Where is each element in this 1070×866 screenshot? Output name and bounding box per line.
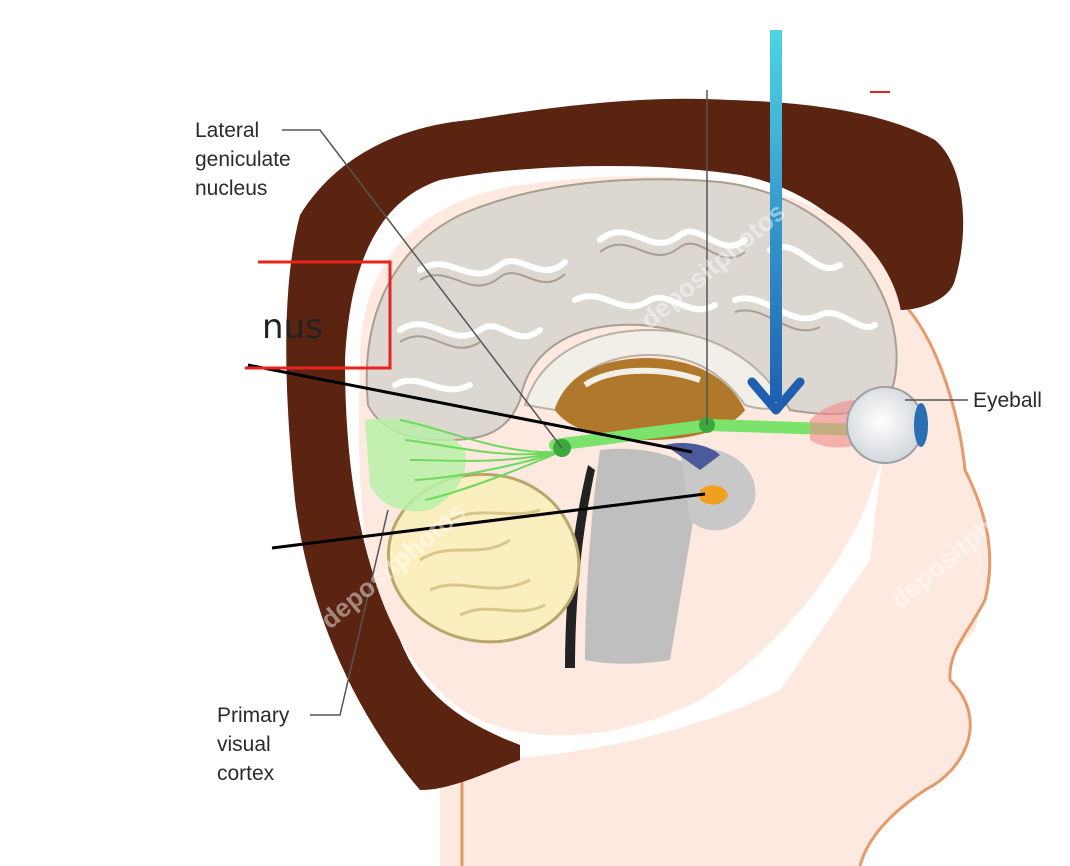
lgn-label-line2: geniculate <box>195 148 291 171</box>
v1-label-line1: Primary <box>217 704 290 727</box>
cerebellum-folia <box>419 508 546 617</box>
thalamus-highlight <box>583 367 701 388</box>
annotation-line-upper <box>247 363 693 454</box>
face-outline <box>858 298 992 866</box>
lgn-pointer-line <box>282 129 563 449</box>
eyeball-graphic <box>810 386 928 464</box>
skull <box>286 98 964 791</box>
annotation-line-lower <box>271 492 706 550</box>
optic-radiations <box>399 419 561 501</box>
lgn-label-line1: Lateral <box>195 119 259 142</box>
gyri-shadow <box>399 242 821 349</box>
lgn-label-line3: nucleus <box>195 177 267 200</box>
v1-label-line2: visual <box>217 733 271 756</box>
eyeball-label: Eyeball <box>973 389 1042 412</box>
visual-cortex-region <box>365 418 466 512</box>
down-arrow <box>747 30 805 415</box>
annotation-lines <box>247 363 706 550</box>
pituitary <box>700 485 728 505</box>
pointer-lines <box>282 90 968 716</box>
highlight-box <box>245 260 392 370</box>
v1-label-line3: cortex <box>217 762 275 785</box>
brainstem <box>585 448 700 664</box>
v1-pointer-line <box>310 509 389 716</box>
cropped-label: nus <box>262 307 323 347</box>
face-skin-fill <box>440 300 990 866</box>
